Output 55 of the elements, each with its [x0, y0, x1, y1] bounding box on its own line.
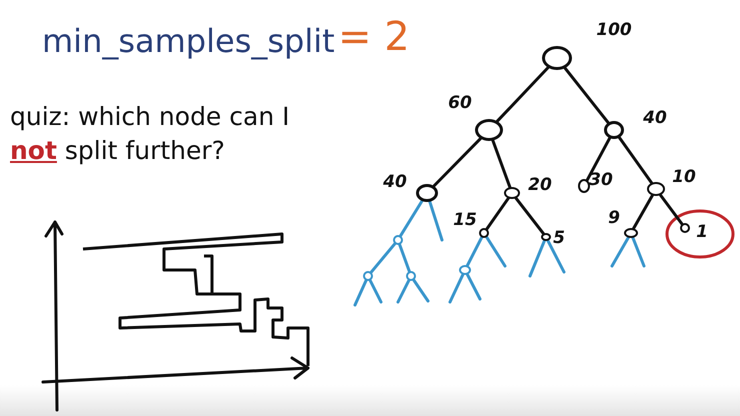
tree-node-circle	[680, 223, 690, 233]
quiz-question: quiz: which node can I not split further?	[10, 101, 290, 167]
sample-count: 9	[608, 208, 620, 228]
tree-node-circle	[578, 179, 590, 193]
tree-branch	[491, 139, 512, 189]
sample-count: 100	[596, 20, 632, 40]
tree-branch	[610, 236, 630, 268]
sample-count: 40	[383, 172, 407, 192]
tree-branch	[398, 243, 411, 273]
tree-node-circle	[541, 233, 551, 241]
tree-node-circle	[406, 271, 416, 281]
tree-branch	[399, 200, 424, 238]
sample-count: 60	[448, 93, 472, 113]
tree-branch	[466, 236, 484, 267]
tree-branch	[354, 279, 368, 306]
tree-branch	[412, 278, 430, 302]
tree-node-circle	[393, 235, 403, 245]
tree-branch	[485, 236, 506, 268]
tree-node-circle	[604, 121, 624, 139]
tree-branch	[586, 136, 612, 182]
sample-count: 30	[589, 170, 613, 190]
sample-count: 40	[643, 108, 667, 128]
tree-branch	[631, 236, 646, 268]
tree-branch	[396, 279, 410, 304]
tree-branch	[514, 196, 545, 236]
parameter-value: = 2	[338, 14, 410, 60]
tree-branch	[618, 136, 654, 184]
tree-branch	[496, 66, 550, 123]
tree-branch	[370, 242, 396, 274]
tree-node-circle	[542, 46, 572, 70]
tree-node-circle	[475, 119, 503, 141]
tree-node-circle	[624, 228, 638, 238]
title: min_samples_split	[42, 22, 335, 60]
tree-node-circle	[363, 271, 373, 281]
sample-count: 10	[672, 167, 696, 187]
tree-branch	[564, 66, 610, 124]
tree-node-circle	[459, 265, 471, 275]
tree-node-circle	[479, 228, 489, 238]
tree-branch	[659, 194, 684, 226]
tree-branch	[546, 239, 566, 274]
tree-node-circle	[647, 182, 665, 196]
sample-count: 5	[553, 228, 565, 248]
tree-branch	[428, 200, 444, 242]
tree-branch	[368, 279, 382, 304]
sample-count: 1	[696, 222, 708, 242]
tree-branch	[528, 239, 546, 278]
tree-branch	[466, 273, 482, 300]
sample-count: 20	[528, 175, 552, 195]
tree-branch	[632, 194, 654, 230]
tree-node-circle	[504, 187, 520, 199]
sample-count: 15	[453, 210, 477, 230]
tree-branch	[448, 273, 464, 304]
tree-branch	[485, 196, 510, 230]
tree-branch	[432, 137, 482, 188]
tree-node-circle	[416, 184, 438, 202]
